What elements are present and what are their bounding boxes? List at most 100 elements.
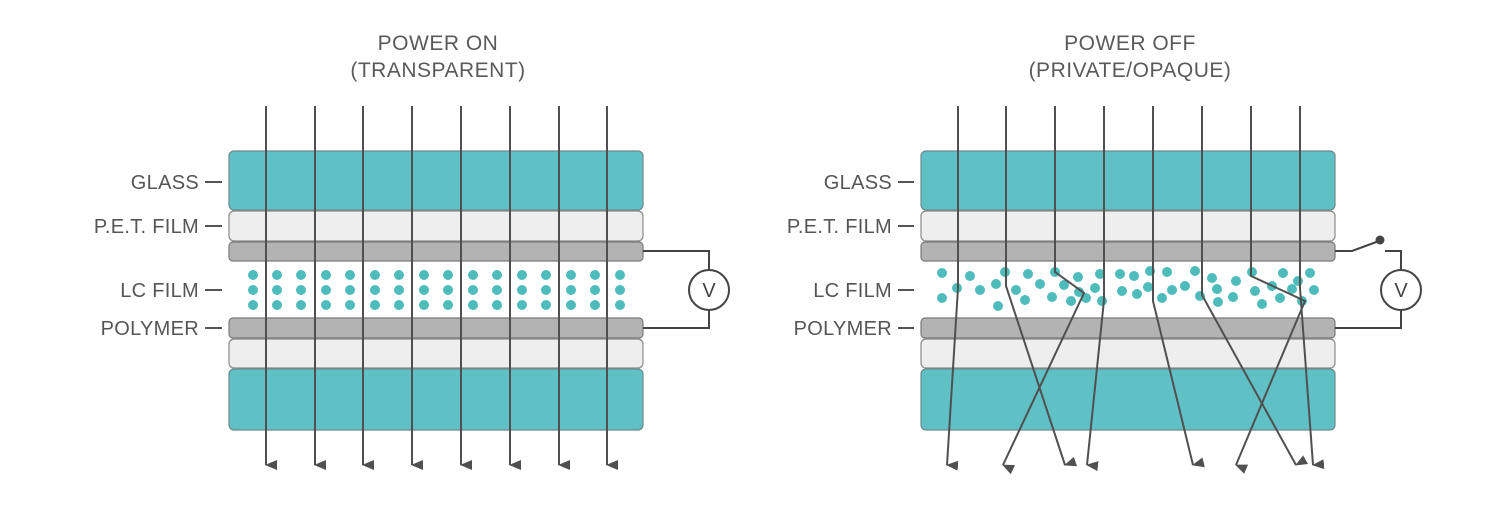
lc-droplet bbox=[248, 270, 258, 280]
lc-droplet bbox=[1047, 292, 1057, 302]
lc-droplet bbox=[1143, 282, 1153, 292]
power-on-title: POWER ON bbox=[378, 32, 499, 55]
lc-droplet bbox=[590, 270, 600, 280]
lc-droplet bbox=[991, 279, 1001, 289]
lc-droplet bbox=[394, 285, 404, 295]
conductive-layer-top bbox=[228, 241, 644, 262]
switch-contact-icon bbox=[1375, 235, 1385, 245]
lc-droplet bbox=[1059, 280, 1069, 290]
lc-droplet bbox=[443, 285, 453, 295]
circuit-closed: V bbox=[643, 250, 730, 329]
voltmeter-icon bbox=[1380, 269, 1422, 311]
lc-droplet bbox=[541, 270, 551, 280]
lc-droplet bbox=[1207, 273, 1217, 283]
lc-droplet bbox=[1212, 284, 1222, 294]
lc-droplet bbox=[615, 285, 625, 295]
lc-droplet bbox=[1129, 271, 1139, 281]
lc-droplet bbox=[468, 285, 478, 295]
lc-droplet bbox=[443, 300, 453, 310]
lc-droplet bbox=[345, 285, 355, 295]
lc-droplet bbox=[1132, 289, 1142, 299]
glass-label: GLASS bbox=[131, 172, 199, 194]
light-ray-arrow bbox=[1299, 106, 1325, 470]
lc-droplets-aligned bbox=[248, 270, 625, 310]
light-ray-arrow bbox=[1086, 106, 1105, 472]
power-off-title: POWER OFF bbox=[1064, 32, 1196, 55]
lc-droplet bbox=[1250, 286, 1260, 296]
pet-film-label: P.E.T. FILM bbox=[94, 216, 199, 238]
lc-droplet bbox=[1293, 276, 1303, 286]
switch-lever bbox=[1335, 240, 1380, 252]
lc-droplet bbox=[590, 285, 600, 295]
lc-droplet bbox=[1095, 269, 1105, 279]
lc-droplet bbox=[419, 285, 429, 295]
glass-label: GLASS bbox=[824, 172, 892, 194]
lc-droplet bbox=[1228, 292, 1238, 302]
light-rays-straight bbox=[265, 106, 618, 470]
lc-droplets-random bbox=[937, 266, 1319, 311]
lc-droplet bbox=[248, 300, 258, 310]
lc-droplet bbox=[1097, 296, 1107, 306]
light-ray-arrow bbox=[1002, 106, 1086, 475]
polymer-layer bbox=[228, 317, 644, 339]
lc-droplet bbox=[937, 268, 947, 278]
light-rays-scattered bbox=[946, 106, 1325, 475]
pet-film-top bbox=[228, 210, 644, 242]
lc-film-label: LC FILM bbox=[813, 280, 892, 302]
lc-droplet bbox=[492, 270, 502, 280]
lc-droplet bbox=[492, 285, 502, 295]
lc-droplet bbox=[1287, 284, 1297, 294]
lc-droplet bbox=[1066, 296, 1076, 306]
pet-film-top bbox=[920, 210, 1336, 242]
power-off-subtitle: (PRIVATE/OPAQUE) bbox=[1029, 59, 1232, 82]
lc-droplet bbox=[566, 270, 576, 280]
lc-droplet bbox=[370, 285, 380, 295]
glass-bottom bbox=[228, 368, 644, 431]
lc-film-label: LC FILM bbox=[120, 280, 199, 302]
lc-droplet bbox=[296, 285, 306, 295]
glass-top bbox=[228, 150, 644, 211]
lc-droplet bbox=[566, 285, 576, 295]
lc-droplet bbox=[965, 271, 975, 281]
lc-droplet bbox=[248, 285, 258, 295]
light-ray-arrow bbox=[946, 106, 959, 471]
glass-bottom bbox=[920, 368, 1336, 431]
voltmeter-label: V bbox=[1394, 280, 1408, 302]
pet-film-bottom bbox=[920, 338, 1336, 369]
polymer-layer bbox=[920, 317, 1336, 339]
lc-droplet bbox=[492, 300, 502, 310]
lc-droplet bbox=[566, 300, 576, 310]
circuit-open: V bbox=[1335, 235, 1422, 329]
lc-droplet bbox=[296, 270, 306, 280]
lc-droplet bbox=[517, 300, 527, 310]
lc-droplet bbox=[468, 300, 478, 310]
lc-droplet bbox=[443, 270, 453, 280]
circuit-wire-top bbox=[643, 250, 710, 270]
glass-top bbox=[920, 150, 1336, 211]
lc-droplet bbox=[272, 285, 282, 295]
lc-droplet bbox=[1117, 286, 1127, 296]
circuit-wire-top bbox=[1385, 250, 1402, 270]
lc-droplet bbox=[1309, 285, 1319, 295]
pet-film-bottom bbox=[228, 338, 644, 369]
conductive-layer-top bbox=[920, 241, 1336, 262]
lc-droplet bbox=[1035, 279, 1045, 289]
voltmeter-label: V bbox=[702, 280, 716, 302]
lc-droplet bbox=[321, 300, 331, 310]
lc-droplet bbox=[370, 300, 380, 310]
lc-droplet bbox=[296, 300, 306, 310]
lc-droplet bbox=[975, 285, 985, 295]
lc-droplet bbox=[468, 270, 478, 280]
light-ray-arrow bbox=[1235, 106, 1307, 474]
lc-droplet bbox=[1090, 283, 1100, 293]
lc-droplet bbox=[541, 285, 551, 295]
lc-droplet bbox=[1305, 268, 1315, 278]
lc-droplet bbox=[1167, 285, 1177, 295]
lc-droplet bbox=[1073, 272, 1083, 282]
lc-droplet bbox=[1180, 281, 1190, 291]
lc-droplet bbox=[1115, 269, 1125, 279]
circuit-wire-bottom bbox=[1335, 310, 1402, 329]
lc-droplet bbox=[1257, 299, 1267, 309]
lc-droplet bbox=[321, 270, 331, 280]
